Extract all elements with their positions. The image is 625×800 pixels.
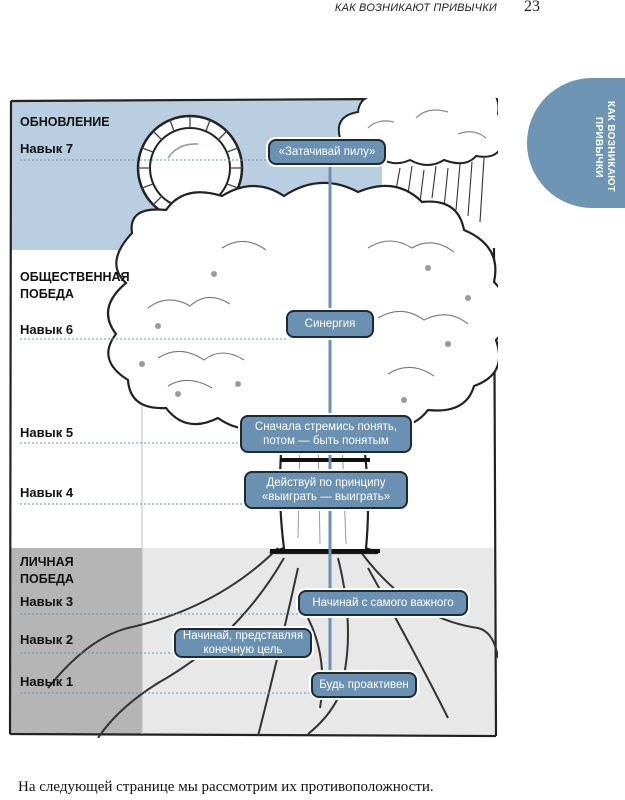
section-label-renewal: ОБНОВЛЕНИЕ — [20, 115, 110, 129]
habit-2-box: Начинай, представляя конечную цель — [174, 628, 312, 658]
habit-3-label: Навык 3 — [20, 594, 74, 609]
habit-2-label: Навык 2 — [20, 632, 74, 647]
habit-6-principle: Синергия — [304, 318, 356, 330]
habit-1-box: Будь проактивен — [311, 672, 417, 698]
private-victory-band-left — [10, 548, 142, 734]
tree-canopy — [106, 181, 498, 430]
habit-4-principle: Действуй по принципу «выиграть — выиграт… — [261, 477, 391, 503]
habit-7-principle: «Затачивай пилу» — [278, 146, 376, 158]
habit-4-box: Действуй по принципу «выиграть — выиграт… — [244, 471, 408, 509]
habit-7-label: Навык 7 — [20, 141, 74, 156]
habit-1-principle: Будь проактивен — [319, 679, 409, 691]
tree-roots — [47, 547, 498, 738]
chapter-tab — [527, 78, 625, 208]
diagram-frame — [8, 98, 498, 738]
habit-6-label: Навык 6 — [20, 322, 74, 337]
habit-5-principle: Сначала стремись понять, потом — быть по… — [254, 421, 398, 447]
running-title: КАК ВОЗНИКАЮТ ПРИВЫЧКИ — [334, 2, 497, 14]
habit-5-box: Сначала стремись понять, потом — быть по… — [240, 415, 412, 453]
habit-1-label: Навык 1 — [20, 674, 74, 689]
section-label-private-victory: ЛИЧНАЯ ПОБЕДА — [20, 555, 74, 586]
habit-3-principle: Начинай с самого важного — [312, 597, 454, 609]
habit-3-box: Начинай с самого важного — [298, 590, 468, 616]
habit-4-label: Навык 4 — [20, 485, 74, 500]
habit-5-label: Навык 5 — [20, 425, 74, 440]
habit-6-box: Синергия — [286, 310, 374, 338]
habit-2-principle: Начинай, представляя конечную цель — [182, 630, 304, 656]
running-head: КАК ВОЗНИКАЮТ ПРИВЫЧКИ 23 — [0, 0, 625, 22]
page-number: 23 — [524, 0, 540, 15]
body-caption: На следующей странице мы рассмотрим их п… — [18, 779, 434, 795]
habits-tree-diagram: ОБНОВЛЕНИЕ ОБЩЕСТВЕННАЯ ПОБЕДА ЛИЧНАЯ ПО… — [8, 98, 498, 738]
chapter-tab-label: КАК ВОЗНИКАЮТ ПРИВЫЧКИ — [593, 101, 616, 193]
habit-7-box: «Затачивай пилу» — [268, 139, 386, 165]
section-label-public-victory: ОБЩЕСТВЕННАЯ ПОБЕДА — [20, 270, 130, 301]
